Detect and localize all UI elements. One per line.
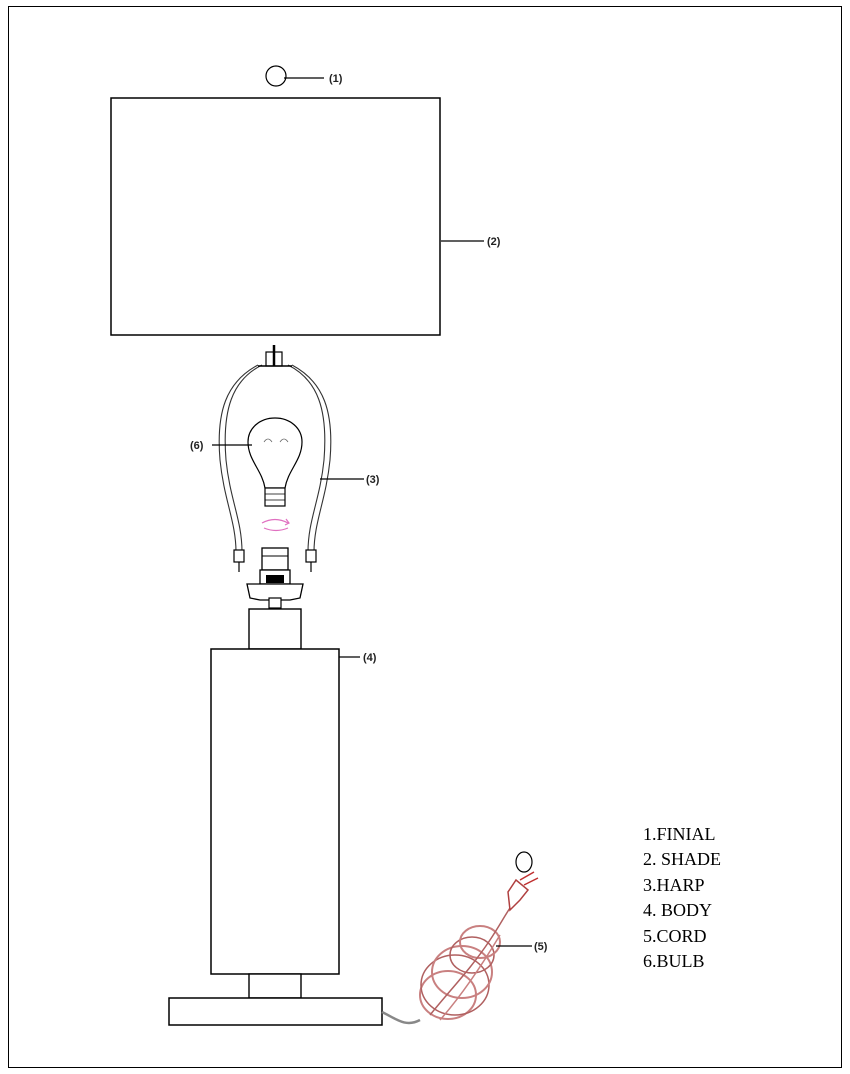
legend-item-shade: 2. SHADE [643,849,722,870]
cord [381,851,539,1025]
shade [110,97,484,336]
harp [218,345,332,572]
callout-cord: (5) [534,941,548,953]
parts-legend: 1.FINIAL 2. SHADE 3.HARP 4. BODY 5.CORD … [643,822,721,974]
diagram-frame [8,6,842,1068]
legend-item-harp: 3.HARP [643,874,705,895]
bulb [247,417,303,532]
callout-shade: (2) [487,236,501,248]
legend-item-finial: 1.FINIAL [643,824,716,844]
legend-item-body: 4. BODY [643,900,713,921]
finial [265,65,324,87]
callout-finial: (1) [329,73,343,85]
callout-body: (4) [363,652,377,664]
callout-harp: (3) [366,474,380,486]
body [168,608,383,1026]
legend-item-bulb: 6.BULB [643,951,705,972]
socket [246,547,304,609]
legend-item-cord: 5.CORD [643,925,707,946]
callout-bulb: (6) [190,440,204,452]
